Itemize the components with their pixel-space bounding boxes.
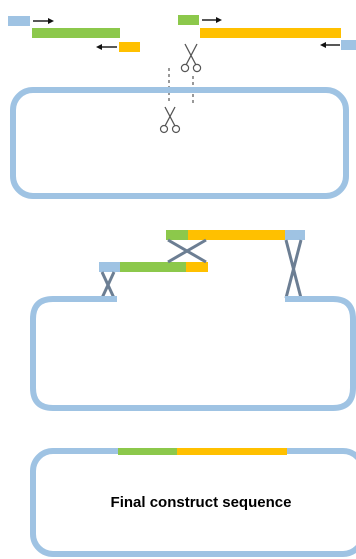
fragment-a-yellow-end: [186, 262, 208, 272]
crossover-right: [284, 239, 303, 299]
stage-1-pcr-fragments: [8, 15, 356, 199]
fragment-a-green: [120, 262, 186, 272]
reverse-primer-arrow-icon: [96, 44, 117, 50]
final-insert-yellow: [177, 448, 287, 455]
crossover-middle: [167, 238, 207, 264]
primer-overhang-green: [178, 15, 199, 25]
primer-overhang-blue-right: [341, 40, 356, 50]
scissors-icon: [180, 43, 202, 73]
forward-primer-arrow-icon: [33, 18, 54, 24]
gene-a-fragment: [32, 28, 120, 38]
fragment-b-yellow: [188, 230, 285, 240]
stage-3-final-construct: Final construct sequence: [30, 448, 356, 557]
reverse-primer-arrow-icon-2: [320, 42, 340, 48]
plasmid-vector-2-open: [30, 296, 356, 411]
primer-overhang-yellow: [119, 42, 140, 52]
scissors-icon-vector: [159, 106, 181, 134]
fragment-b-blue-end: [285, 230, 305, 240]
final-insert-green: [118, 448, 177, 455]
crossover-left: [100, 271, 116, 299]
gene-b-fragment: [200, 28, 341, 38]
stage-2-recombination: [30, 230, 356, 411]
fragment-a-blue-end: [99, 262, 120, 272]
primer-overhang-blue-left: [8, 16, 30, 26]
final-construct-label: Final construct sequence: [111, 494, 292, 511]
fragment-b-green-end: [166, 230, 188, 240]
plasmid-vector-1: [10, 87, 349, 199]
forward-primer-arrow-icon-2: [202, 17, 222, 23]
